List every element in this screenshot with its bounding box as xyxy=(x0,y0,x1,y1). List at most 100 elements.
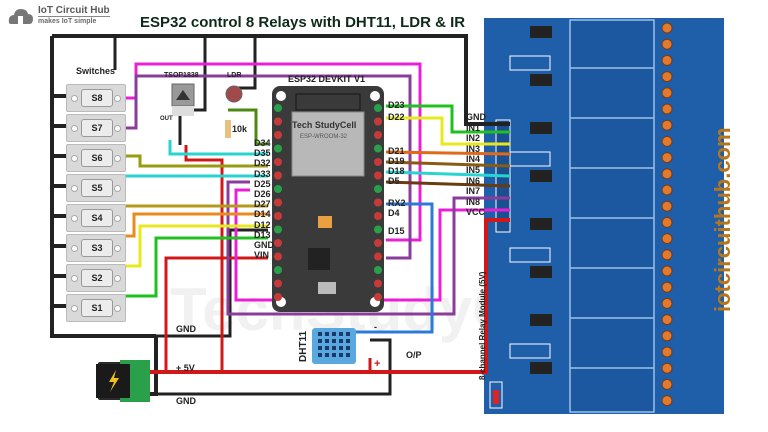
esp32-pin xyxy=(274,225,282,234)
relay-pin-label: IN2 xyxy=(466,133,481,144)
screw-terminal xyxy=(661,152,673,164)
led-block xyxy=(509,343,551,359)
ldr-sensor xyxy=(225,85,243,103)
esp32-right-pin-label: D18 xyxy=(388,166,405,176)
ir-receiver-label: TSOP1838 xyxy=(164,72,199,79)
esp32-pin xyxy=(274,104,282,112)
esp32-left-pin-label: D14 xyxy=(254,209,271,220)
esp32-pin xyxy=(374,252,382,261)
resistor-label: 10k xyxy=(232,124,248,134)
switch-s8[interactable]: S8 xyxy=(66,84,126,112)
esp32-left-pin-label: VIN xyxy=(254,250,270,261)
esp32-pin xyxy=(274,252,282,261)
optocoupler xyxy=(530,170,552,182)
esp32-pin xyxy=(374,198,382,207)
screw-terminal xyxy=(661,395,673,407)
esp32-pin xyxy=(374,117,382,126)
dht-minus-label: - xyxy=(374,322,377,332)
switch-s6[interactable]: S6 xyxy=(66,144,126,172)
esp32-left-pin-label: D26 xyxy=(254,189,271,199)
esp32-pin xyxy=(274,293,282,301)
switch-label: S8 xyxy=(81,89,113,107)
gnd-top-label: GND xyxy=(176,324,196,334)
esp32-pin xyxy=(274,239,282,247)
screw-terminal xyxy=(661,265,673,277)
esp32-right-pin-label: D5 xyxy=(388,176,400,186)
relay-pin-label: IN1 xyxy=(466,122,481,133)
screw-terminal xyxy=(661,346,673,358)
brand-name: IoT Circuit Hub xyxy=(38,4,110,17)
esp32-pin xyxy=(374,279,382,288)
relay-pin-label: VCC xyxy=(466,207,486,218)
switch-label: S4 xyxy=(81,209,113,227)
screw-terminal xyxy=(661,54,673,66)
esp32-pin xyxy=(374,212,382,220)
switch-s4[interactable]: S4 xyxy=(66,204,126,232)
screw-terminal xyxy=(661,233,673,245)
esp32-right-pin-label: D22 xyxy=(388,112,405,122)
switch-label: S7 xyxy=(81,119,113,137)
optocoupler xyxy=(530,26,552,38)
esp32-pin xyxy=(274,117,282,126)
led-block xyxy=(509,247,551,263)
dht11-label: DHT11 xyxy=(298,330,309,362)
relay-pin-label: IN3 xyxy=(466,143,481,154)
esp32-pin xyxy=(374,171,382,180)
screw-terminal xyxy=(661,71,673,83)
esp32-pin xyxy=(374,104,382,112)
esp32-left-pin-label: D13 xyxy=(254,229,271,240)
power-gnd-label: GND xyxy=(176,396,196,406)
screw-terminal xyxy=(661,297,673,309)
screw-terminal xyxy=(661,249,673,261)
screw-terminal xyxy=(661,103,673,115)
esp32-left-pin-label: D32 xyxy=(254,158,271,169)
relay-module-label: 8-channel Relay Module (5V) xyxy=(478,271,487,380)
esp32-pin xyxy=(274,198,282,207)
switch-s5[interactable]: S5 xyxy=(66,174,126,202)
esp32-pin xyxy=(374,266,382,274)
switch-s2[interactable]: S2 xyxy=(66,264,126,292)
resistor-10k xyxy=(225,120,231,138)
esp32-right-pin-label: D23 xyxy=(388,100,405,110)
screw-terminal xyxy=(661,22,673,34)
screw-terminal xyxy=(661,378,673,390)
screw-terminal xyxy=(661,184,673,196)
esp32-pin xyxy=(374,239,382,247)
screw-terminal xyxy=(661,119,673,131)
switch-s1[interactable]: S1 xyxy=(66,294,126,322)
esp32-right-pin-label: D19 xyxy=(388,156,405,166)
switches-label: Switches xyxy=(76,66,116,76)
power-5v-label: + 5V xyxy=(176,363,195,373)
esp32-pin xyxy=(374,225,382,234)
switch-label: S3 xyxy=(81,239,113,257)
switch-s3[interactable]: S3 xyxy=(66,234,126,262)
switch-label: S6 xyxy=(81,149,113,167)
power-bolt-icon xyxy=(109,370,119,392)
esp32-left-pin-label: D34 xyxy=(254,138,271,148)
relay-pin-label: IN6 xyxy=(466,175,481,186)
website-watermark: iotcircuithub.com xyxy=(710,127,735,312)
switch-s7[interactable]: S7 xyxy=(66,114,126,142)
optocoupler xyxy=(530,122,552,134)
relay-pin-label: GND xyxy=(466,112,486,122)
optocoupler xyxy=(530,266,552,278)
screw-terminal xyxy=(661,281,673,293)
esp32-right-pin-label: RX2 xyxy=(388,198,406,208)
esp32-left-pin-label: GND xyxy=(254,240,274,250)
esp32-pin xyxy=(374,293,382,301)
esp32-pin xyxy=(374,185,382,193)
esp32-left-pin-label: D12 xyxy=(254,219,271,230)
relay-pin-label: IN7 xyxy=(466,186,481,197)
esp32-module-brand: Tech StudyCell xyxy=(292,120,357,130)
screw-terminal xyxy=(661,330,673,342)
ldr-label: LDR xyxy=(227,72,242,79)
relay-pin-label: IN8 xyxy=(466,196,481,207)
screw-terminal xyxy=(661,168,673,180)
switch-label: S1 xyxy=(81,299,113,317)
optocoupler xyxy=(530,362,552,374)
screw-terminal xyxy=(661,200,673,212)
switch-label: S2 xyxy=(81,269,113,287)
esp32-pin xyxy=(374,131,382,139)
ir-out-pin-label: OUT xyxy=(160,116,173,122)
